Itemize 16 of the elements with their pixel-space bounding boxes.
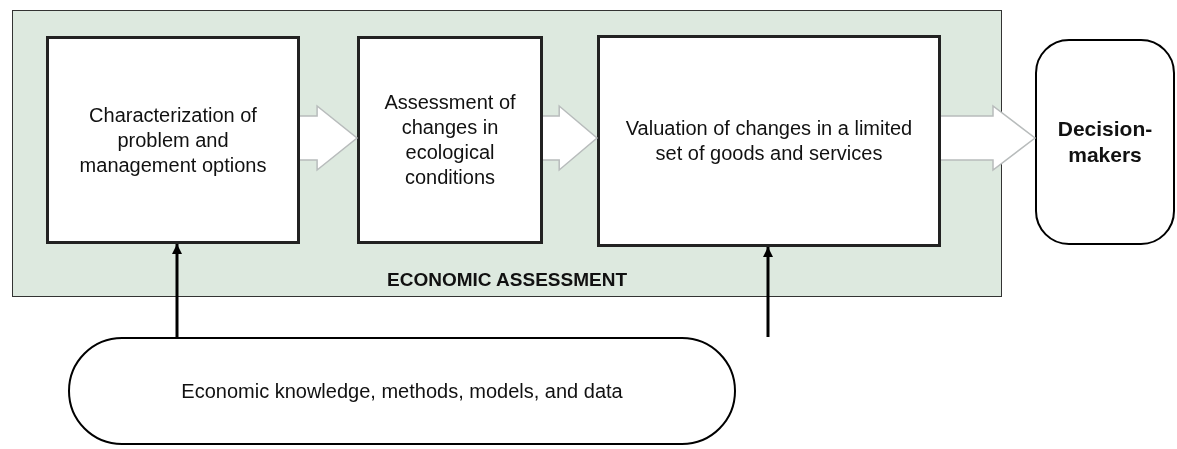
box-label: Valuation of changes in a limited set of goods and services [624, 116, 914, 166]
rounded-box [1035, 39, 1175, 245]
process-box [597, 35, 941, 247]
box-label: Characterization of problem and management options [78, 102, 268, 178]
panel-title: ECONOMIC ASSESSMENT [386, 268, 628, 292]
block-arrow [940, 104, 1037, 172]
process-box [357, 36, 543, 244]
process-box [46, 36, 300, 244]
arrow [172, 244, 182, 337]
assessment-panel [12, 10, 1002, 297]
box-label: Economic knowledge, methods, models, and data [181, 378, 623, 404]
block-arrow [299, 104, 359, 172]
box-label: Decision-makers [1056, 115, 1154, 168]
arrow [763, 247, 773, 337]
block-arrow [542, 104, 599, 172]
box-label: Assessment of changes in ecological conditions [383, 90, 517, 190]
